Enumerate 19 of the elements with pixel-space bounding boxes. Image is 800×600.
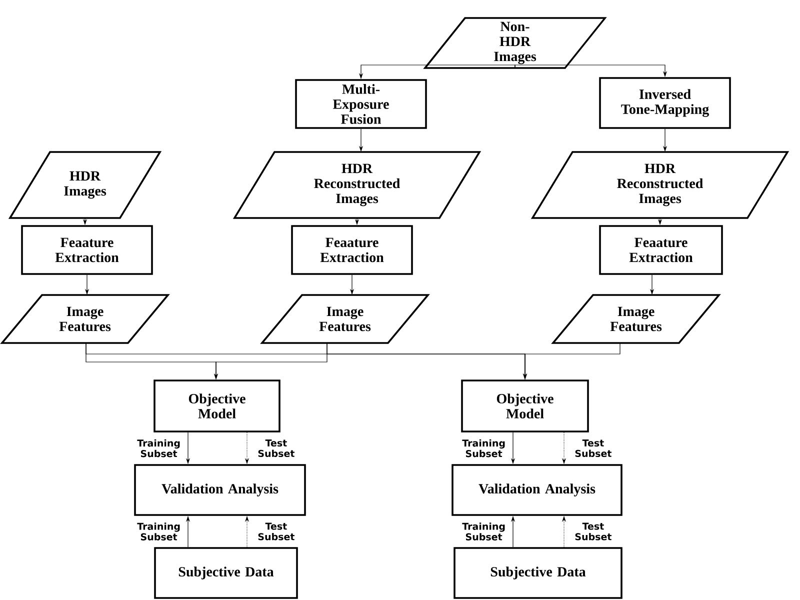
- process-box: Feaature Extraction: [21, 225, 153, 275]
- process-box: Multi-Exposure Fusion: [295, 79, 427, 129]
- process-box: Objective Model: [461, 380, 589, 432]
- edge-label: Test Subset: [249, 438, 304, 458]
- edge-label: Test Subset: [566, 522, 620, 542]
- edge-label: Training Subset: [456, 522, 511, 542]
- process-box: Subjective Data: [454, 547, 622, 599]
- edge-label: Training Subset: [456, 438, 511, 458]
- edge-label: Training Subset: [132, 522, 186, 542]
- process-box: Feaature Extraction: [599, 225, 723, 275]
- process-box: Feaature Extraction: [291, 225, 413, 275]
- process-box: Validation Analysis: [452, 464, 622, 516]
- edge-label: Test Subset: [566, 438, 620, 458]
- process-box: Subjective Data: [154, 547, 298, 599]
- process-box: Objective Model: [154, 380, 280, 432]
- edge-label: Test Subset: [249, 522, 304, 542]
- process-box: Inversed Tone-Mapping: [599, 77, 731, 129]
- process-box: Validation Analysis: [134, 464, 306, 516]
- edge-label: Training Subset: [132, 438, 186, 458]
